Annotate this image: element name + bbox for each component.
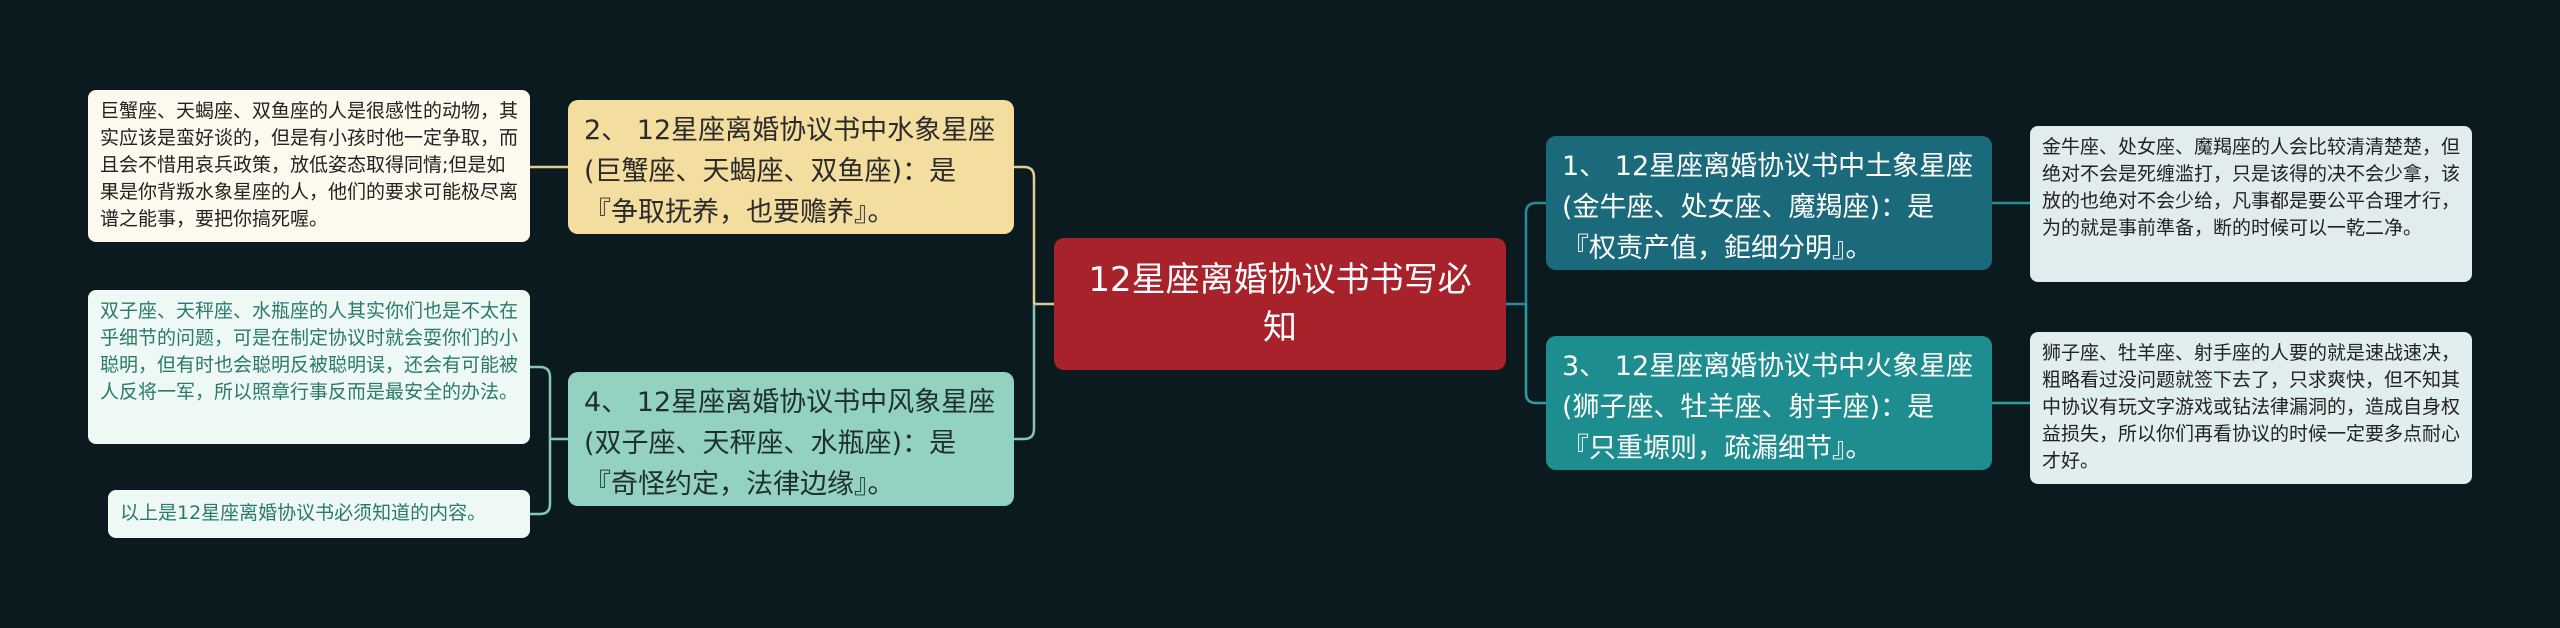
detail-air-signs-text: 双子座、天秤座、水瓶座的人其实你们也是不太在乎细节的问题，可是在制定协议时就会耍…	[100, 300, 519, 403]
central-topic-label: 12星座离婚协议书书写必知	[1088, 260, 1472, 348]
detail-air-signs[interactable]: 双子座、天秤座、水瓶座的人其实你们也是不太在乎细节的问题，可是在制定协议时就会耍…	[88, 290, 530, 444]
topic-water-signs-label: 2、 12星座离婚协议书中水象星座(巨蟹座、天蝎座、双鱼座)：是『争取抚养，也要…	[584, 115, 996, 228]
detail-water-signs[interactable]: 巨蟹座、天蝎座、双鱼座的人是很感性的动物，其实应该是蛮好谈的，但是有小孩时他一定…	[88, 90, 530, 242]
topic-water-signs[interactable]: 2、 12星座离婚协议书中水象星座(巨蟹座、天蝎座、双鱼座)：是『争取抚养，也要…	[568, 100, 1014, 234]
connector-to-fire	[1524, 304, 1546, 405]
topic-fire-signs-label: 3、 12星座离婚协议书中火象星座(狮子座、牡羊座、射手座)：是『只重塬则，疏漏…	[1562, 351, 1974, 464]
topic-earth-signs[interactable]: 1、 12星座离婚协议书中土象星座(金牛座、处女座、魔羯座)：是『权责产值，鉅细…	[1546, 136, 1992, 270]
connector-wind-footer	[530, 439, 552, 516]
topic-fire-signs[interactable]: 3、 12星座离婚协议书中火象星座(狮子座、牡羊座、射手座)：是『只重塬则，疏漏…	[1546, 336, 1992, 470]
topic-air-signs[interactable]: 4、 12星座离婚协议书中风象星座(双子座、天秤座、水瓶座)：是『奇怪约定，法律…	[568, 372, 1014, 506]
detail-water-signs-text: 巨蟹座、天蝎座、双鱼座的人是很感性的动物，其实应该是蛮好谈的，但是有小孩时他一定…	[100, 100, 519, 230]
topic-earth-signs-label: 1、 12星座离婚协议书中土象星座(金牛座、处女座、魔羯座)：是『权责产值，鉅细…	[1562, 151, 1974, 264]
detail-summary-text: 以上是12星座离婚协议书必须知道的内容。	[120, 502, 487, 524]
connector-to-water	[1014, 165, 1036, 304]
detail-fire-signs[interactable]: 狮子座、牡羊座、射手座的人要的就是速战速决，粗略看过没问题就签下去了，只求爽快，…	[2030, 332, 2472, 484]
connector-to-earth	[1524, 201, 1546, 304]
detail-summary[interactable]: 以上是12星座离婚协议书必须知道的内容。	[108, 490, 530, 538]
detail-earth-signs-text: 金牛座、处女座、魔羯座的人会比较清清楚楚，但绝对不会是死缠滥打，只是该得的决不会…	[2042, 136, 2461, 239]
central-topic[interactable]: 12星座离婚协议书书写必知	[1054, 238, 1506, 370]
topic-air-signs-label: 4、 12星座离婚协议书中风象星座(双子座、天秤座、水瓶座)：是『奇怪约定，法律…	[584, 387, 996, 500]
detail-earth-signs[interactable]: 金牛座、处女座、魔羯座的人会比较清清楚楚，但绝对不会是死缠滥打，只是该得的决不会…	[2030, 126, 2472, 282]
connector-to-wind	[1014, 304, 1036, 441]
connector-wind-detail	[530, 365, 552, 439]
detail-fire-signs-text: 狮子座、牡羊座、射手座的人要的就是速战速决，粗略看过没问题就签下去了，只求爽快，…	[2042, 342, 2461, 472]
